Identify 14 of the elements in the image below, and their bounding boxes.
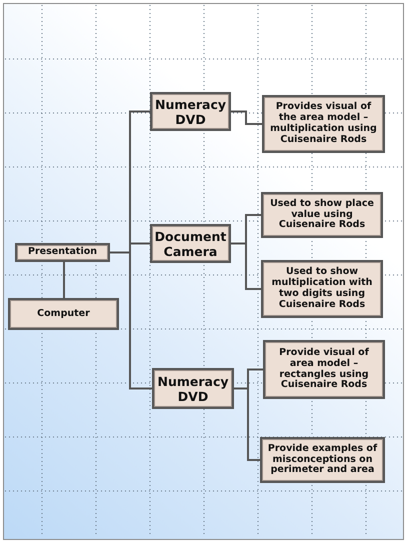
process-box: Used to show multiplication with two digits using Cuisenaire Rods <box>261 260 383 318</box>
connector-line <box>234 388 260 461</box>
process-box: Numeracy DVD <box>152 368 234 409</box>
process-box: Provides visual of the area model – multiplication using Cuisenaire Rods <box>262 95 385 153</box>
connector-line <box>63 262 65 298</box>
connector-line <box>231 242 261 290</box>
process-box: Used to show place value using Cuisenaire Rods <box>261 192 383 238</box>
process-box: Computer <box>8 298 119 330</box>
process-box: Numeracy DVD <box>150 92 231 131</box>
process-box: Presentation <box>15 243 110 262</box>
process-box: Provide visual of area model – rectangles using Cuisenaire Rods <box>263 340 385 399</box>
process-box: Document Camera <box>150 224 231 263</box>
process-box: Provide examples of misconceptions on perimeter and area <box>260 437 385 483</box>
connector-line <box>231 110 262 125</box>
